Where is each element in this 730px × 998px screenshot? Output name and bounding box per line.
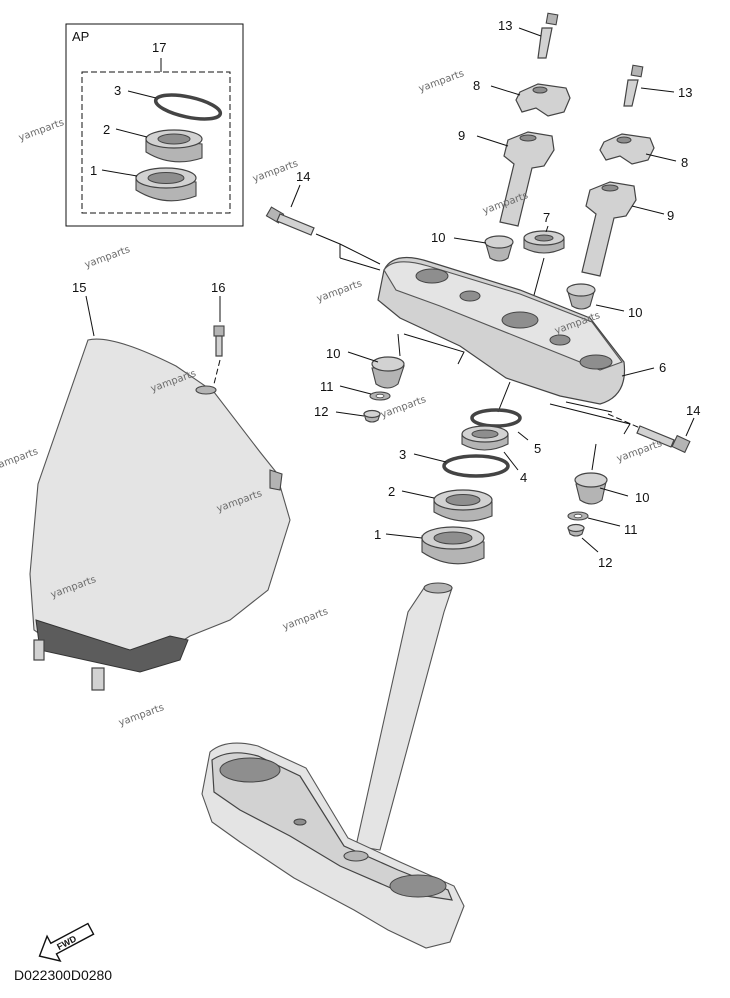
watermark-10: yamparts [0,446,40,473]
box-ring-3 [153,93,223,121]
callout-10-c: 10 [326,346,340,361]
diagram-code: D022300D0280 [14,967,112,983]
callout-2: 2 [388,484,395,499]
bearing-2 [433,489,493,522]
callout-14-left: 14 [296,169,310,184]
race-1 [421,526,485,565]
nut-12-a [363,409,381,423]
callout-4: 4 [520,470,527,485]
damper-10-b [566,283,596,310]
callout-11-a: 11 [320,379,334,394]
box-label: AP [72,29,89,44]
upper-holder-8-right [599,133,655,165]
callout-17: 17 [152,40,166,55]
bolt-13-left [537,12,559,59]
washer-11-b [567,511,589,521]
callout-16: 16 [211,280,225,295]
upper-bracket-6 [377,256,626,405]
callout-1: 1 [374,527,381,542]
collar-7 [523,230,565,254]
callout-8-left: 8 [473,78,480,93]
box-race-1 [135,167,197,202]
box-bearing-2 [145,129,203,163]
washer-5 [470,408,522,428]
steering-stem-lower-bracket [201,582,465,949]
grommet-16 [195,385,217,395]
watermark-14: yamparts [281,606,329,633]
callout-13-top: 13 [498,18,512,33]
headlight-cover-15 [29,338,291,691]
callout-15: 15 [72,280,86,295]
ring-3 [442,454,510,478]
callout-8-right: 8 [681,155,688,170]
callout-9-right: 9 [667,208,674,223]
upper-holder-8-left [515,83,571,117]
watermark-2: yamparts [251,158,299,185]
watermark-6: yamparts [315,278,363,305]
nut-12-b [567,523,585,537]
callout-2-box: 2 [103,122,110,137]
lower-holder-9-left [499,131,555,227]
watermark-4: yamparts [83,244,131,271]
watermark-1: yamparts [17,117,65,144]
bolt-13-right [623,64,644,107]
callout-5: 5 [534,441,541,456]
damper-10-d [574,472,608,505]
ap-kit-box: AP 17 3 2 1 [65,23,244,227]
callout-10-d: 10 [635,490,649,505]
bolt-14-left [265,206,315,236]
bolt-14-right [636,425,691,454]
bolt-16 [213,325,225,357]
callout-9-left: 9 [458,128,465,143]
damper-10-c [371,356,405,389]
callout-13-right: 13 [678,85,692,100]
watermark-15: yamparts [117,702,165,729]
washer-11-a [369,391,391,401]
ring-nut-4 [461,425,509,451]
callout-3: 3 [399,447,406,462]
callout-1-box: 1 [90,163,97,178]
fwd-arrow-icon: FWD [38,922,95,962]
callout-14-right: 14 [686,403,700,418]
callout-12-a: 12 [314,404,328,419]
callout-10-a: 10 [431,230,445,245]
lower-holder-9-right [581,181,637,277]
callout-12-b: 12 [598,555,612,570]
damper-10-a [484,235,514,262]
callout-11-b: 11 [624,522,638,537]
callout-10-b: 10 [628,305,642,320]
callout-7: 7 [543,210,550,225]
callout-3-box: 3 [114,83,121,98]
watermark-11: yamparts [615,438,663,465]
watermark-3: yamparts [417,68,465,95]
callout-6: 6 [659,360,666,375]
